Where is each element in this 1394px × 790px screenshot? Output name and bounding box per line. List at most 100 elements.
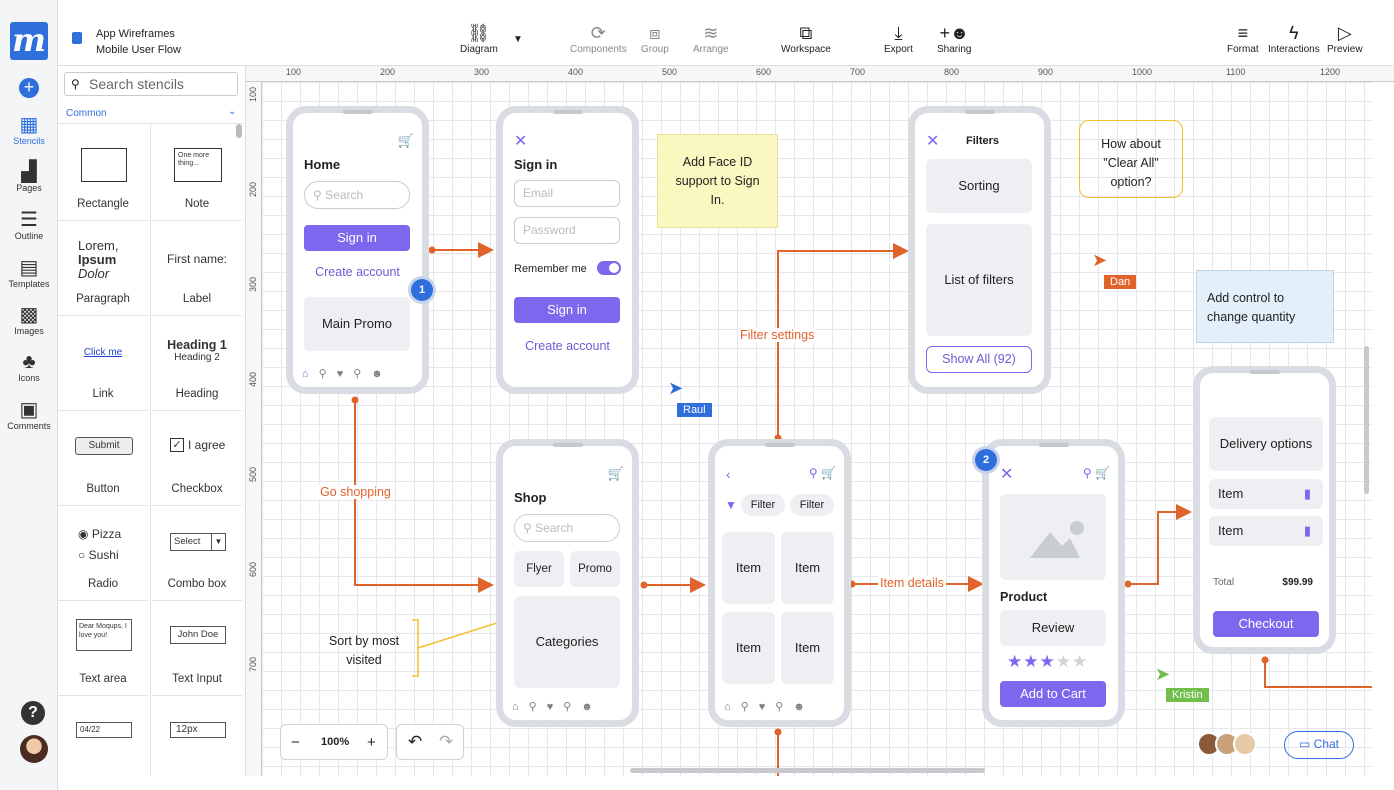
rail-templates[interactable]: ▤Templates: [0, 257, 58, 289]
password-field[interactable]: Password: [514, 217, 620, 244]
shop-categories[interactable]: Categories: [514, 596, 620, 688]
chevron-down-icon[interactable]: ▼: [513, 34, 523, 45]
checkout-button[interactable]: Checkout: [1213, 611, 1319, 637]
product-review[interactable]: Review: [1000, 610, 1106, 646]
sticky-note-quantity[interactable]: Add control to change quantity: [1196, 270, 1334, 343]
zoom-out-button[interactable]: −: [291, 734, 300, 751]
arrange-button[interactable]: ≋Arrange: [693, 22, 729, 55]
edge-label-details[interactable]: Item details: [878, 576, 946, 590]
funnel-icon[interactable]: ▼: [725, 498, 737, 512]
redo-icon[interactable]: ↷: [439, 732, 454, 751]
help-icon[interactable]: ?: [21, 701, 45, 725]
edge-label-shopping[interactable]: Go shopping: [318, 485, 393, 499]
user-avatar[interactable]: [20, 735, 48, 763]
rail-outline[interactable]: ☰Outline: [0, 209, 58, 241]
grid-item[interactable]: Item: [781, 612, 834, 684]
shop-search-input[interactable]: ⚲ Search: [514, 514, 620, 542]
home-signin-button[interactable]: Sign in: [304, 225, 410, 251]
screen-product[interactable]: ✕ ⚲ 🛒 Product Review ★★★★★ Add to Cart: [982, 439, 1125, 727]
export-button[interactable]: ⤓Export: [884, 22, 913, 55]
document-title[interactable]: App Wireframes Mobile User Flow: [96, 26, 181, 58]
home-create-account-link[interactable]: Create account: [315, 265, 400, 279]
grid-item[interactable]: Item: [722, 612, 775, 684]
stencil-combobox[interactable]: Select▼Combo box: [152, 506, 242, 601]
search-input[interactable]: Search stencils: [64, 72, 238, 96]
cart-item[interactable]: Item▮: [1209, 516, 1323, 546]
trash-icon[interactable]: ▮: [1303, 486, 1311, 501]
undo-icon[interactable]: ↶: [408, 732, 423, 751]
items-bottom-nav[interactable]: ⌂⚲♥⚲☻: [724, 701, 815, 713]
show-all-button[interactable]: Show All (92): [926, 346, 1032, 373]
stencil-rectangle[interactable]: Rectangle: [58, 126, 148, 221]
sticky-note-faceid[interactable]: Add Face ID support to Sign In.: [657, 134, 778, 228]
signin-create-account-link[interactable]: Create account: [525, 339, 610, 353]
search-cart-icons[interactable]: ⚲ 🛒: [808, 466, 836, 480]
filters-list[interactable]: List of filters: [926, 224, 1032, 336]
screen-items[interactable]: ‹ ⚲ 🛒 ▼ Filter Filter Item Item Item Ite…: [708, 439, 851, 727]
screen-shop[interactable]: 🛒 Shop ⚲ Search Flyer Promo Categories ⌂…: [496, 439, 639, 727]
stencil-label[interactable]: First name:Label: [152, 221, 242, 316]
star-rating[interactable]: ★★★★★: [1007, 652, 1089, 671]
add-icon[interactable]: +: [19, 78, 39, 98]
design-canvas[interactable]: 🛒 Home ⚲ Search Sign in Create account M…: [262, 82, 1372, 776]
rail-pages[interactable]: ▟Pages: [0, 161, 58, 193]
stencil-textarea[interactable]: Dear Moqups, I love you!Text area: [58, 601, 148, 696]
stencil-stepper[interactable]: 12px: [152, 696, 242, 776]
cart-item[interactable]: Item▮: [1209, 479, 1323, 509]
sharing-button[interactable]: +☻Sharing: [937, 22, 971, 55]
delivery-options[interactable]: Delivery options: [1209, 417, 1323, 471]
trash-icon[interactable]: ▮: [1303, 523, 1311, 538]
zoom-in-button[interactable]: +: [367, 734, 376, 751]
home-search-input[interactable]: ⚲ Search: [304, 181, 410, 209]
shop-promo[interactable]: Promo: [570, 551, 620, 587]
shop-flyer[interactable]: Flyer: [514, 551, 564, 587]
stencil-note[interactable]: One more thing...Note: [152, 126, 242, 221]
screen-filters[interactable]: ✕ Filters Sorting List of filters Show A…: [908, 106, 1051, 394]
shop-bottom-nav[interactable]: ⌂⚲♥⚲☻: [512, 701, 603, 713]
callout-clear-all[interactable]: How about "Clear All" option?: [1079, 120, 1183, 198]
screen-cart[interactable]: Delivery options Item▮ Item▮ Total $99.9…: [1193, 366, 1336, 654]
diagram-button[interactable]: ⛓Diagram: [460, 22, 498, 55]
moqups-logo[interactable]: m: [10, 22, 48, 60]
grid-item[interactable]: Item: [722, 532, 775, 604]
filter-chip[interactable]: Filter: [790, 494, 834, 516]
preview-button[interactable]: ▷Preview: [1327, 22, 1363, 55]
filters-sorting[interactable]: Sorting: [926, 159, 1032, 213]
add-to-cart-button[interactable]: Add to Cart: [1000, 681, 1106, 707]
close-icon[interactable]: ✕: [926, 133, 940, 150]
search-cart-icons[interactable]: ⚲ 🛒: [1082, 466, 1110, 480]
vertical-scrollbar[interactable]: [1364, 346, 1369, 494]
close-icon[interactable]: ✕: [514, 133, 528, 150]
email-field[interactable]: Email: [514, 180, 620, 207]
filter-chip[interactable]: Filter: [741, 494, 785, 516]
category-dropdown[interactable]: Common ⌄: [58, 102, 244, 124]
rail-stencils[interactable]: ▦Stencils: [0, 114, 58, 146]
collaborator-avatar[interactable]: [1233, 732, 1257, 756]
rail-icons[interactable]: ♣Icons: [0, 351, 58, 383]
rail-images[interactable]: ▩Images: [0, 304, 58, 336]
screen-signin[interactable]: ✕ Sign in Email Password Remember me Sig…: [496, 106, 639, 394]
cart-icon[interactable]: 🛒: [607, 466, 624, 481]
cart-icon[interactable]: 🛒: [397, 133, 414, 148]
zoom-level[interactable]: 100%: [321, 736, 350, 748]
stencil-datepicker[interactable]: 04/22: [58, 696, 148, 776]
signin-submit-button[interactable]: Sign in: [514, 297, 620, 323]
grid-item[interactable]: Item: [781, 532, 834, 604]
home-bottom-nav[interactable]: ⌂⚲♥⚲☻: [302, 368, 393, 380]
back-icon[interactable]: ‹: [726, 466, 731, 482]
panel-scrollbar[interactable]: [236, 124, 242, 138]
rail-comments[interactable]: ▣Comments: [0, 399, 58, 431]
remember-me-toggle[interactable]: [597, 261, 621, 275]
home-main-promo[interactable]: Main Promo: [304, 297, 410, 351]
annotation-sort-by[interactable]: Sort by most visited: [328, 634, 400, 667]
screen-home[interactable]: 🛒 Home ⚲ Search Sign in Create account M…: [286, 106, 429, 394]
components-button[interactable]: ⟳Components: [570, 22, 627, 55]
